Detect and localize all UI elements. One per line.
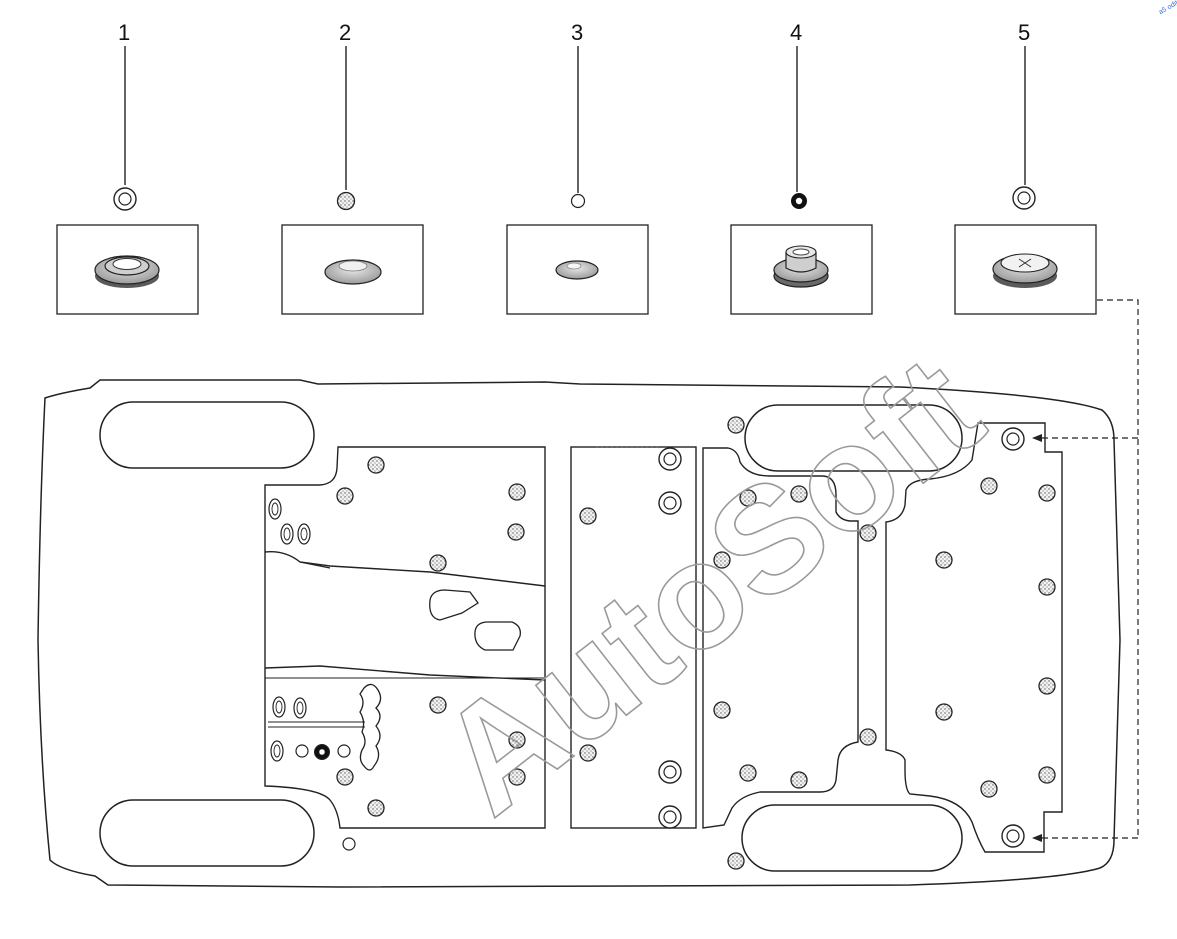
plug-marker-2 (859, 524, 877, 542)
plug-marker-3 (295, 744, 309, 758)
plug-marker-1 (658, 447, 682, 471)
plug-marker-2 (790, 771, 808, 789)
part-symbol-3 (570, 193, 586, 209)
part-5-location-arrows (596, 299, 1139, 842)
plug-marker-oval (272, 696, 286, 718)
cross-marked-plug-icon (954, 224, 1097, 315)
part-number-5: 5 (1018, 20, 1030, 45)
plug-marker-3 (342, 837, 356, 851)
plug-marker-5 (1001, 824, 1025, 848)
large-grommet-icon (56, 224, 199, 315)
plug-markers (268, 416, 1056, 870)
part-symbol-2 (336, 191, 356, 211)
plug-marker-2 (727, 416, 745, 434)
plug-marker-2 (1038, 766, 1056, 784)
plug-marker-2 (980, 780, 998, 798)
plug-marker-2 (713, 701, 731, 719)
plug-marker-oval (293, 697, 307, 719)
plug-marker-2 (790, 485, 808, 503)
plug-marker-2 (367, 456, 385, 474)
plug-marker-2 (935, 703, 953, 721)
plug-marker-2 (429, 696, 447, 714)
plug-marker-oval (268, 498, 282, 520)
plug-marker-2 (336, 768, 354, 786)
plug-marker-5 (1001, 427, 1025, 451)
wheel-arches (99, 401, 963, 872)
plug-marker-2 (507, 523, 525, 541)
plug-marker-2 (980, 477, 998, 495)
plug-marker-2 (429, 554, 447, 572)
cable-grommet-icon (730, 224, 873, 315)
plug-marker-2 (727, 852, 745, 870)
plug-marker-2 (713, 551, 731, 569)
rear-right-floor-panel (885, 422, 1063, 853)
plug-marker-1 (658, 805, 682, 829)
rear-left-floor-panel (702, 447, 859, 829)
plug-marker-2 (859, 728, 877, 746)
front-floor-panel (264, 446, 546, 829)
plug-marker-2 (739, 764, 757, 782)
plug-marker-oval (270, 740, 284, 762)
plug-marker-4 (314, 744, 330, 760)
plug-marker-2 (1038, 578, 1056, 596)
part-number-4: 4 (790, 20, 802, 45)
plug-marker-2 (935, 551, 953, 569)
small-flat-plug-icon (506, 224, 649, 315)
plug-marker-2 (579, 507, 597, 525)
plug-marker-oval (297, 523, 311, 545)
flat-plug-icon (281, 224, 424, 315)
plug-marker-2 (739, 489, 757, 507)
part-number-2: 2 (339, 20, 351, 45)
plug-marker-2 (336, 487, 354, 505)
plug-marker-2 (1038, 677, 1056, 695)
part-image-boxes (56, 224, 1097, 315)
plug-marker-1 (658, 491, 682, 515)
plug-marker-3 (337, 744, 351, 758)
plug-marker-2 (508, 768, 526, 786)
plug-marker-2 (508, 731, 526, 749)
plug-marker-2 (579, 744, 597, 762)
corner-mark: a5 odit (1158, 0, 1177, 16)
plug-marker-oval (280, 523, 294, 545)
part-number-1: 1 (118, 20, 130, 45)
plug-marker-2 (1038, 484, 1056, 502)
plug-marker-2 (508, 483, 526, 501)
part-number-3: 3 (571, 20, 583, 45)
part-callouts: 1 2 3 4 5 (113, 20, 1036, 211)
plug-marker-1 (658, 760, 682, 784)
plug-marker-2 (367, 799, 385, 817)
